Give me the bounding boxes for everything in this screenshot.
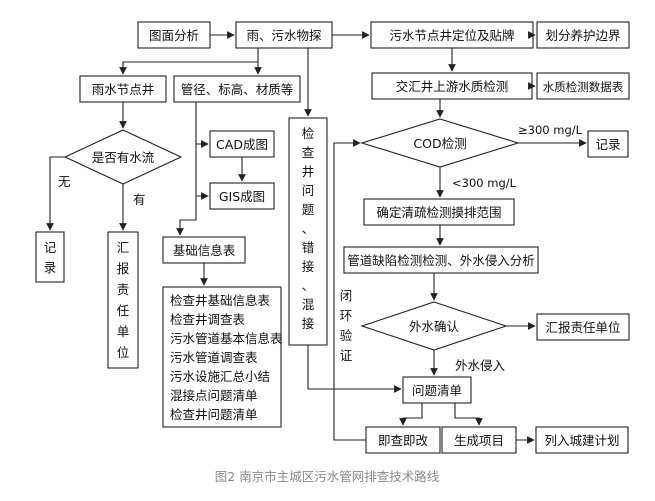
svg-text:闭: 闭	[340, 288, 353, 303]
svg-text:COD检测: COD检测	[413, 136, 466, 151]
svg-text:混: 混	[302, 297, 315, 312]
svg-text:验: 验	[340, 328, 353, 343]
svg-text:检: 检	[302, 126, 315, 141]
connectors	[46, 31, 587, 444]
node-dredge-scope: 确定清疏检测摸排范围	[363, 198, 515, 226]
info-list-item: 检查井问题清单	[170, 407, 258, 422]
label-no: 无	[58, 174, 71, 189]
svg-text:管道缺陷检测检测、外水侵入分析: 管道缺陷检测检测、外水侵入分析	[347, 253, 535, 268]
node-gis-map: GIS成图	[209, 182, 275, 210]
svg-text:记录: 记录	[595, 137, 620, 152]
svg-text:水质检测数据表: 水质检测数据表	[543, 80, 624, 94]
node-water-quality-table: 水质检测数据表	[536, 72, 630, 100]
svg-text:划分养护边界: 划分养护边界	[545, 28, 621, 43]
svg-text:责: 责	[117, 282, 130, 297]
node-defect-analysis: 管道缺陷检测检测、外水侵入分析	[343, 246, 539, 274]
svg-text:环: 环	[340, 308, 353, 323]
svg-text:单: 单	[117, 324, 130, 339]
node-create-project: 生成项目	[441, 426, 517, 454]
label-external-water-intrusion: 外水侵入	[455, 358, 506, 373]
node-inspection-well-issues: 检 查 井 问 题 、 错 接 、 混 接	[288, 117, 328, 346]
info-list-item: 检查井调查表	[170, 312, 246, 327]
svg-text:确定清疏检测摸排范围: 确定清疏检测摸排范围	[376, 205, 501, 220]
svg-text:外水确认: 外水确认	[409, 319, 460, 334]
edge-attrs-to-cad	[195, 102, 209, 148]
info-list-item: 检查井基础信息表	[170, 293, 271, 308]
decision-has-water-flow: 是否有水流	[63, 129, 183, 185]
label-cod-high: ≥300 mg/L	[518, 123, 583, 137]
svg-text:录: 录	[44, 260, 57, 275]
svg-text:基础信息表: 基础信息表	[173, 243, 236, 258]
node-report-unit: 汇报责任单位	[536, 313, 630, 341]
node-fix-now: 即查即改	[365, 426, 441, 454]
node-problem-list: 问题清单	[402, 376, 472, 404]
label-closed-loop: 闭 环 验 证	[340, 288, 353, 363]
node-record-left: 记 录	[35, 231, 65, 283]
svg-text:错: 错	[302, 240, 315, 255]
svg-text:交汇井上游水质检测: 交汇井上游水质检测	[396, 79, 509, 94]
node-rain-sewage-survey: 雨、污水物探	[235, 21, 333, 49]
edge-problems-to-fix	[399, 403, 423, 426]
svg-text:问: 问	[302, 183, 315, 198]
svg-text:列入城建计划: 列入城建计划	[544, 433, 619, 448]
edge-attrs-to-gis	[195, 144, 209, 200]
info-list-item: 污水设施汇总小结	[170, 369, 270, 384]
svg-text:GIS成图: GIS成图	[219, 189, 265, 204]
decision-cod-test: COD检测	[360, 118, 520, 168]
node-cad-map: CAD成图	[209, 130, 275, 158]
label-cod-low: <300 mg/L	[452, 176, 517, 190]
node-city-plan: 列入城建计划	[535, 426, 629, 454]
edge-inspection-to-problems	[307, 345, 402, 393]
svg-text:证: 证	[340, 348, 353, 363]
node-basic-info-table: 基础信息表	[162, 236, 246, 264]
edge-decision-no	[46, 156, 65, 231]
svg-text:题: 题	[302, 202, 315, 217]
svg-text:管径、标高、材质等: 管径、标高、材质等	[181, 82, 294, 97]
svg-text:报: 报	[117, 261, 130, 276]
edge-survey-to-rain-node	[119, 48, 259, 75]
svg-text:任: 任	[117, 303, 130, 318]
svg-text:问题清单: 问题清单	[412, 383, 462, 398]
svg-text:记: 记	[44, 240, 57, 255]
svg-text:汇: 汇	[117, 240, 130, 255]
decision-external-water: 外水确认	[360, 301, 508, 351]
svg-text:、: 、	[302, 278, 315, 293]
node-junction-water-test: 交汇井上游水质检测	[371, 72, 533, 100]
label-yes: 有	[133, 192, 146, 207]
node-rain-node-well: 雨水节点井	[79, 75, 167, 103]
node-map-analysis: 图面分析	[137, 21, 211, 49]
figure-caption: 图2 南京市主城区污水管网排查技术路线	[215, 469, 440, 484]
node-pipe-attributes: 管径、标高、材质等	[173, 75, 301, 103]
node-record-right: 记录	[587, 130, 629, 158]
svg-text:、: 、	[302, 221, 315, 236]
svg-text:污水节点井定位及贴牌: 污水节点井定位及贴牌	[389, 28, 514, 43]
svg-text:雨、污水物探: 雨、污水物探	[246, 28, 322, 43]
svg-text:汇报责任单位: 汇报责任单位	[545, 320, 620, 335]
svg-text:生成项目: 生成项目	[454, 433, 504, 448]
svg-text:是否有水流: 是否有水流	[92, 150, 155, 165]
svg-text:雨水节点井: 雨水节点井	[92, 82, 155, 97]
info-list-item: 污水管道调查表	[170, 350, 258, 365]
node-sewage-node-locate: 污水节点井定位及贴牌	[370, 21, 534, 49]
edge-attrs-to-basic-info	[176, 196, 197, 236]
node-info-list: 检查井基础信息表 检查井调查表 污水管道基本信息表 污水管道调查表 污水设施汇总…	[162, 286, 283, 428]
edge-problems-to-project	[454, 403, 483, 426]
svg-text:接: 接	[302, 259, 315, 274]
info-list-item: 污水管道基本信息表	[170, 331, 283, 346]
svg-text:即查即改: 即查即改	[378, 433, 429, 448]
svg-text:查: 查	[302, 145, 315, 160]
edge-closed-loop	[333, 139, 366, 441]
svg-text:位: 位	[117, 345, 130, 360]
node-report-unit-vertical: 汇 报 责 任 单 位	[107, 231, 139, 369]
svg-text:图面分析: 图面分析	[149, 28, 199, 43]
node-maintenance-boundary: 划分养护边界	[536, 21, 630, 49]
info-list-item: 混接点问题清单	[170, 388, 258, 403]
svg-text:CAD成图: CAD成图	[216, 137, 268, 152]
svg-text:井: 井	[302, 164, 315, 179]
svg-text:接: 接	[302, 316, 315, 331]
